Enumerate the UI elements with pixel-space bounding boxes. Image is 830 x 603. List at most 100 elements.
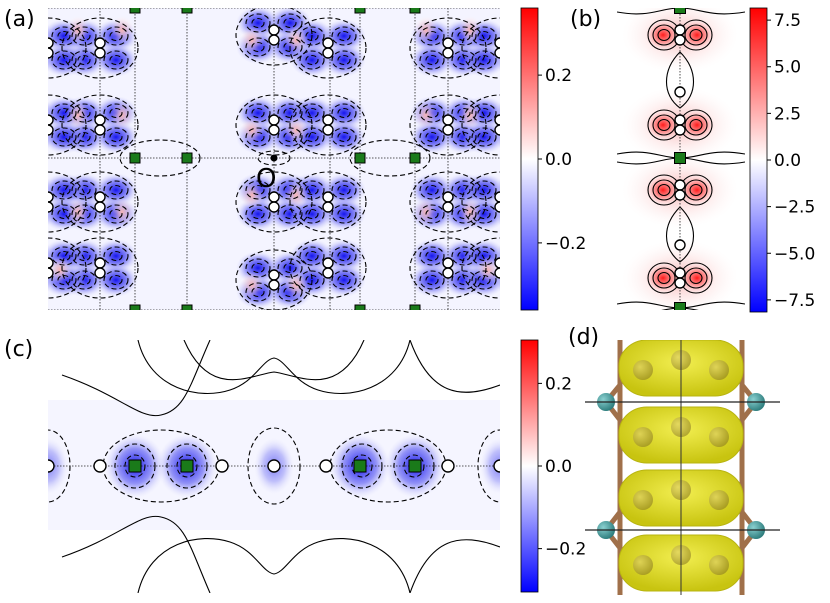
embedded-atom xyxy=(633,490,653,510)
atom-circle xyxy=(268,34,280,46)
atom-circle xyxy=(48,257,54,269)
atom-circle xyxy=(674,24,686,36)
contour-line xyxy=(137,538,411,593)
contour-line xyxy=(337,107,351,119)
contour-line xyxy=(331,204,357,224)
atom-circle xyxy=(94,114,106,126)
contour-line xyxy=(299,180,325,200)
atom-circle xyxy=(94,191,106,203)
atom-circle xyxy=(94,37,106,49)
contour-line xyxy=(71,26,97,46)
contour-line xyxy=(305,208,319,220)
contour-line xyxy=(277,127,303,147)
contour-line xyxy=(71,270,97,290)
negative-lobe xyxy=(48,125,54,149)
contour-line xyxy=(251,286,265,298)
contour-line xyxy=(457,250,471,262)
contour-line xyxy=(337,250,351,262)
atom-circle xyxy=(442,191,454,203)
contour-line xyxy=(51,26,77,46)
panel-a: O (a) xyxy=(4,7,522,310)
contour-line xyxy=(251,184,265,196)
contour-line xyxy=(477,184,491,196)
colorbar-tick-label: 2.5 xyxy=(774,104,801,124)
contour-line xyxy=(48,94,87,156)
atom-square xyxy=(180,459,194,473)
panel-a-label: (a) xyxy=(4,7,35,32)
contour-line xyxy=(109,184,123,196)
panel-a-atoms xyxy=(48,8,500,310)
negative-lobe xyxy=(48,101,54,125)
atom-circle xyxy=(442,114,454,126)
contour-line xyxy=(20,181,44,199)
contour-line xyxy=(657,271,671,285)
atom-square xyxy=(181,152,193,164)
contour-line xyxy=(457,54,471,66)
atom-circle xyxy=(494,257,500,269)
colorbar-tick-label: 0.0 xyxy=(774,151,801,171)
atom-square xyxy=(409,304,421,310)
contour-line xyxy=(277,13,303,33)
atom-circle xyxy=(48,37,54,49)
contour-line xyxy=(419,246,445,266)
contour-line xyxy=(652,179,676,201)
contour-line xyxy=(26,186,38,195)
atom-circle xyxy=(268,269,280,281)
panel-c-label: (c) xyxy=(4,337,33,362)
atom-circle xyxy=(48,47,54,59)
contour-line xyxy=(684,114,708,136)
panel-c: (c) xyxy=(4,337,500,593)
contour-line xyxy=(57,131,71,143)
oxygen-label: O xyxy=(256,164,276,194)
contour-line xyxy=(425,54,439,66)
atom-circle xyxy=(322,257,334,269)
atom-circle xyxy=(94,257,106,269)
contour-line xyxy=(510,252,522,261)
contour-line xyxy=(235,171,313,233)
contour-line xyxy=(457,30,471,42)
contour-line xyxy=(652,267,676,289)
contour-line xyxy=(409,340,500,393)
contour-line xyxy=(71,180,97,200)
contour-line xyxy=(510,109,522,118)
contour-line xyxy=(419,127,445,147)
atom-circle xyxy=(493,459,500,473)
atom-square xyxy=(674,302,686,310)
contour-line xyxy=(419,50,445,70)
atom-circle xyxy=(268,279,280,291)
contour-line xyxy=(337,184,351,196)
contour-line xyxy=(51,246,77,266)
contour-line xyxy=(305,30,319,42)
atom-square xyxy=(674,152,686,164)
colorbar-b: 7.55.02.50.0−2.5−5.0−7.5 xyxy=(749,7,815,313)
contour-line xyxy=(277,180,303,200)
contour-line xyxy=(277,204,303,224)
oxygen-marker xyxy=(270,154,278,162)
contour-line xyxy=(331,103,357,123)
atom-square xyxy=(409,8,421,14)
atom-circle xyxy=(442,37,454,49)
contour-line xyxy=(283,107,297,119)
positive-lobe xyxy=(240,116,264,144)
atom-circle xyxy=(268,114,280,126)
contour-line xyxy=(471,204,497,224)
panel-d-structure xyxy=(585,340,780,595)
contour-line xyxy=(337,30,351,42)
colorbar-tick-label: −7.5 xyxy=(774,291,815,311)
contour-line xyxy=(425,107,439,119)
contour-line xyxy=(652,24,676,46)
atom-circle xyxy=(48,267,54,279)
contour-line xyxy=(331,50,357,70)
embedded-atom xyxy=(709,555,729,575)
contour-line xyxy=(26,210,38,219)
contour-line xyxy=(425,30,439,42)
contour-line xyxy=(689,183,703,197)
atom-circle xyxy=(442,47,454,59)
contour-line xyxy=(451,103,477,123)
contour-line xyxy=(425,131,439,143)
contour-line xyxy=(461,171,500,233)
contour-line xyxy=(283,262,297,274)
contour-line xyxy=(183,340,365,381)
contour-line xyxy=(425,208,439,220)
contour-line xyxy=(419,270,445,290)
